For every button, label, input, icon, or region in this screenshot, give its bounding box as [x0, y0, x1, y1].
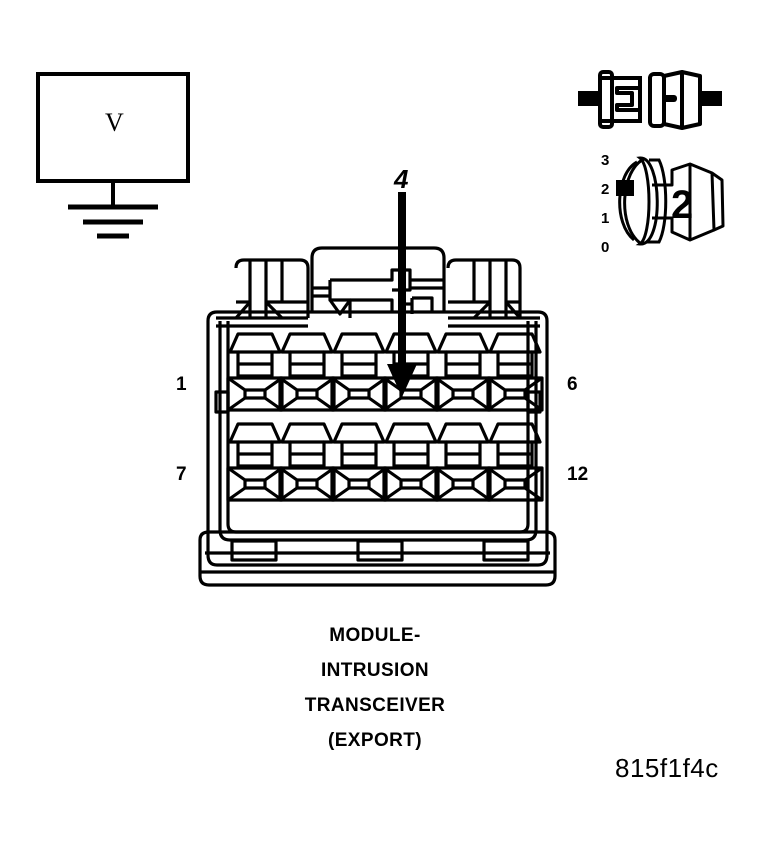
- pin-label-7: 7: [176, 464, 187, 485]
- caption-line-1: MODULE-: [329, 625, 421, 646]
- cavity-grid: [226, 332, 544, 502]
- cavity-1: [226, 332, 284, 412]
- voltmeter-symbol: [36, 72, 190, 239]
- cavity-10: [382, 422, 440, 502]
- cavity-7: [226, 422, 284, 502]
- cavity-11: [434, 422, 492, 502]
- cavity-3: [330, 332, 388, 412]
- dial-tick-2: 2: [601, 181, 610, 198]
- dial-tick-3: 3: [601, 152, 610, 169]
- cavity-5: [434, 332, 492, 412]
- pin-label-1: 1: [176, 374, 187, 395]
- dial-tick-0: 0: [601, 239, 610, 256]
- caption-line-3: TRANSCEIVER: [304, 695, 446, 716]
- dial-selected-value: 2: [671, 183, 694, 227]
- diagram-id-code: 815f1f4c: [615, 753, 719, 783]
- pin-label-6: 6: [567, 374, 578, 395]
- cavity-9: [330, 422, 388, 502]
- caption-line-2: INTRUSION: [320, 660, 430, 681]
- pointer-label: 4: [394, 164, 409, 194]
- cavity-4: [382, 332, 440, 412]
- cavity-pointer-arrow: [387, 192, 417, 397]
- connector-caption: MODULE- INTRUSION TRANSCEIVER (EXPORT): [195, 625, 555, 765]
- dial-tick-1: 1: [601, 210, 610, 227]
- rotary-dial-icon: [616, 156, 725, 246]
- cavity-12: [486, 422, 544, 502]
- test-probe-icon: [578, 70, 722, 130]
- voltmeter-symbol-label: V: [105, 108, 124, 137]
- cavity-2: [278, 332, 336, 412]
- cavity-8: [278, 422, 336, 502]
- cavity-6: [486, 332, 544, 412]
- caption-line-4: (EXPORT): [328, 730, 422, 751]
- pin-label-12: 12: [567, 464, 589, 485]
- connector-housing: [198, 246, 557, 587]
